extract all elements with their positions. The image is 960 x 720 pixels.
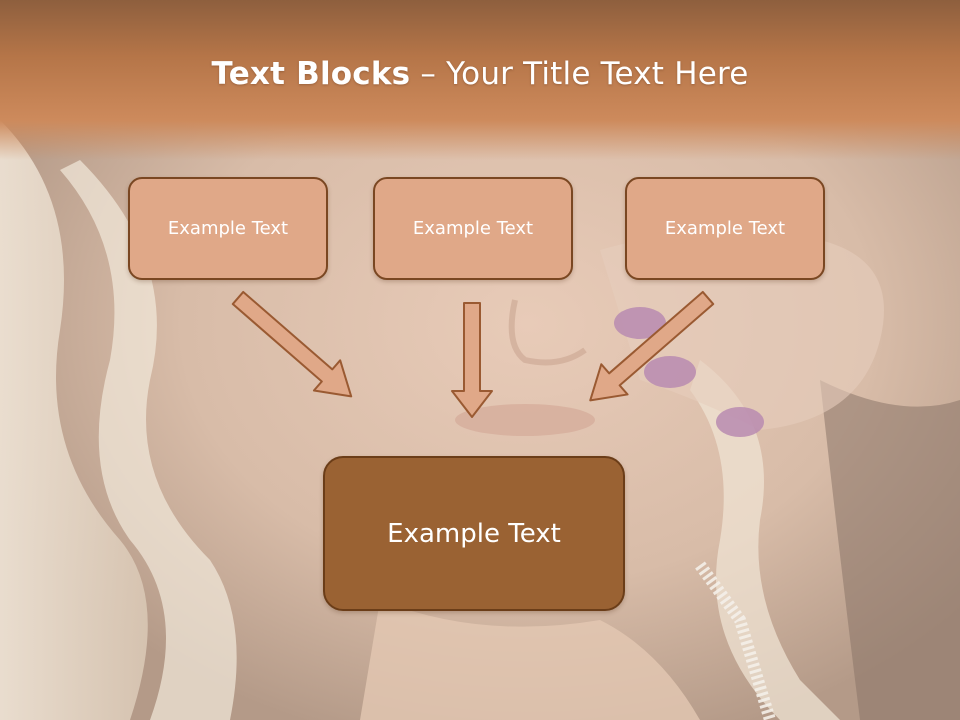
text-block-top-left-label: Example Text: [167, 218, 289, 239]
title-bold-part: Text Blocks: [211, 56, 411, 92]
text-block-top-center-label: Example Text: [412, 218, 534, 239]
text-block-main[interactable]: Example Text: [323, 456, 625, 611]
text-block-top-right[interactable]: Example Text: [625, 177, 825, 280]
text-block-main-label: Example Text: [387, 518, 561, 549]
text-block-top-center[interactable]: Example Text: [373, 177, 573, 280]
text-block-top-right-label: Example Text: [664, 218, 786, 239]
header-band: [0, 0, 960, 160]
slide-title: Text Blocks – Your Title Text Here: [0, 54, 960, 94]
title-rest-part: – Your Title Text Here: [410, 56, 749, 92]
text-block-top-left[interactable]: Example Text: [128, 177, 328, 280]
arrow-left-diagonal: [231, 290, 353, 398]
arrow-right-diagonal: [589, 290, 715, 402]
arrow-center-down: [451, 302, 493, 418]
